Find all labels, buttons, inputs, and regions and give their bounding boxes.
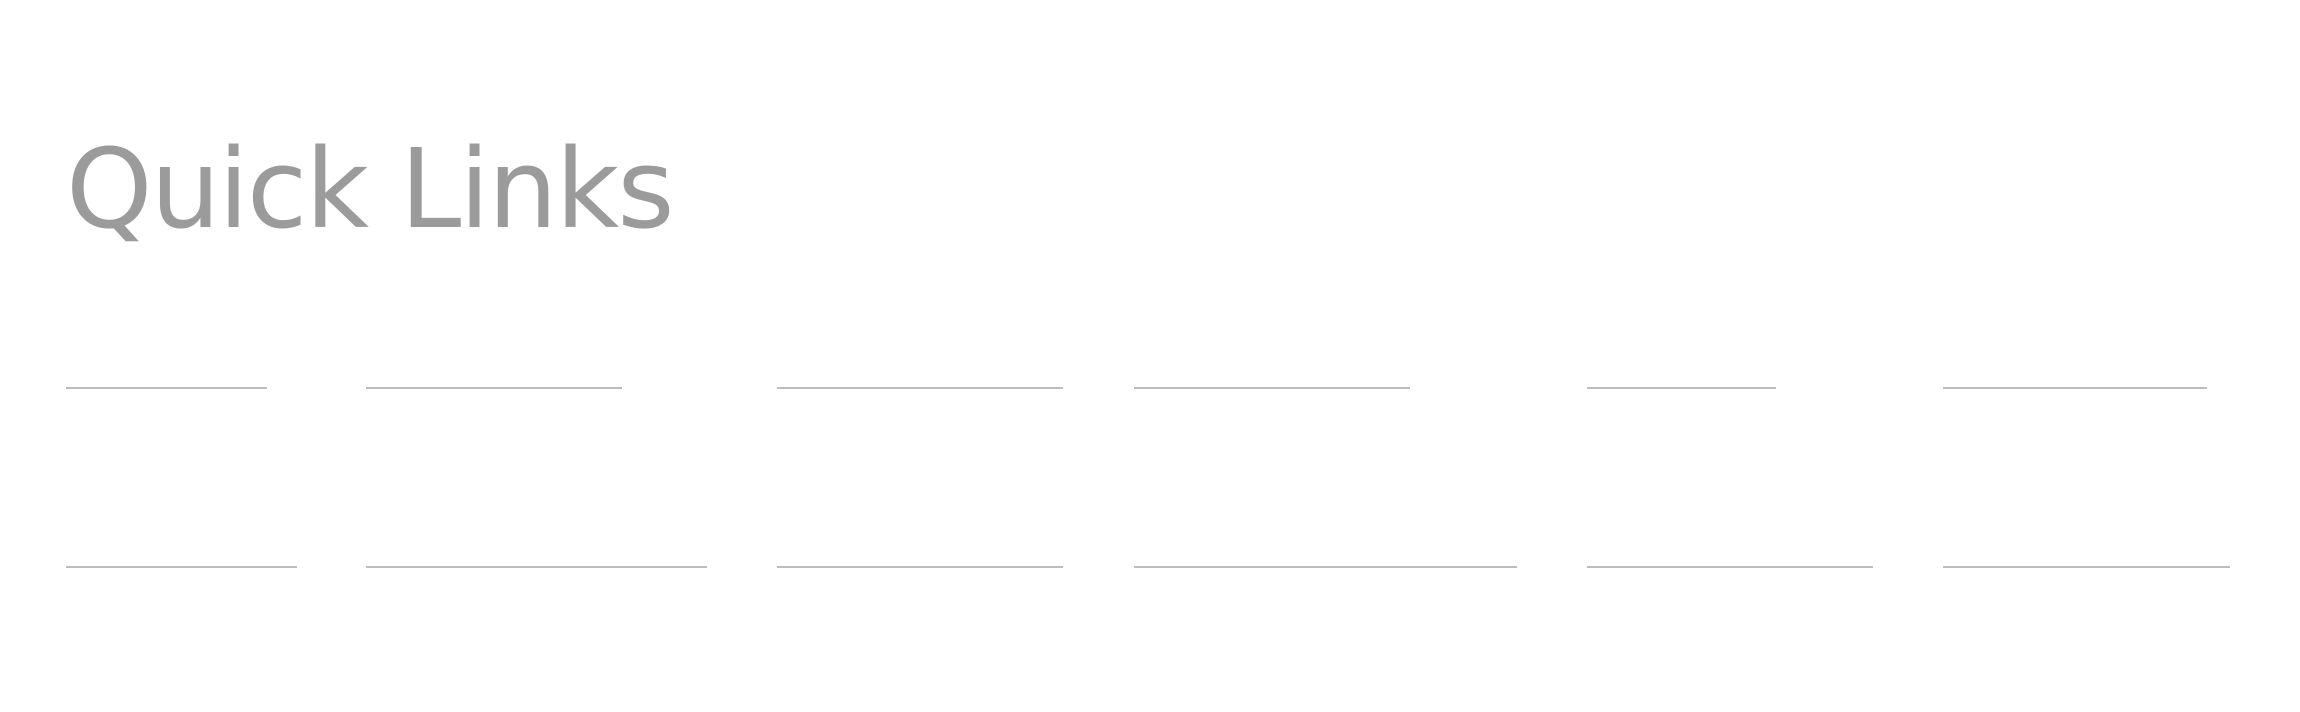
section-title: Quick Links: [66, 125, 675, 253]
quick-link-7[interactable]: [66, 566, 297, 568]
quick-link-10[interactable]: [1134, 566, 1517, 568]
quick-link-8[interactable]: [366, 566, 707, 568]
quick-link-12[interactable]: [1943, 566, 2230, 568]
quick-link-11[interactable]: [1587, 566, 1873, 568]
quick-link-5[interactable]: [1587, 387, 1776, 389]
quick-link-2[interactable]: [366, 387, 622, 389]
quick-link-3[interactable]: [777, 387, 1063, 389]
quick-link-1[interactable]: [66, 387, 267, 389]
quick-link-6[interactable]: [1943, 387, 2207, 389]
quick-link-9[interactable]: [777, 566, 1063, 568]
quick-link-4[interactable]: [1134, 387, 1410, 389]
